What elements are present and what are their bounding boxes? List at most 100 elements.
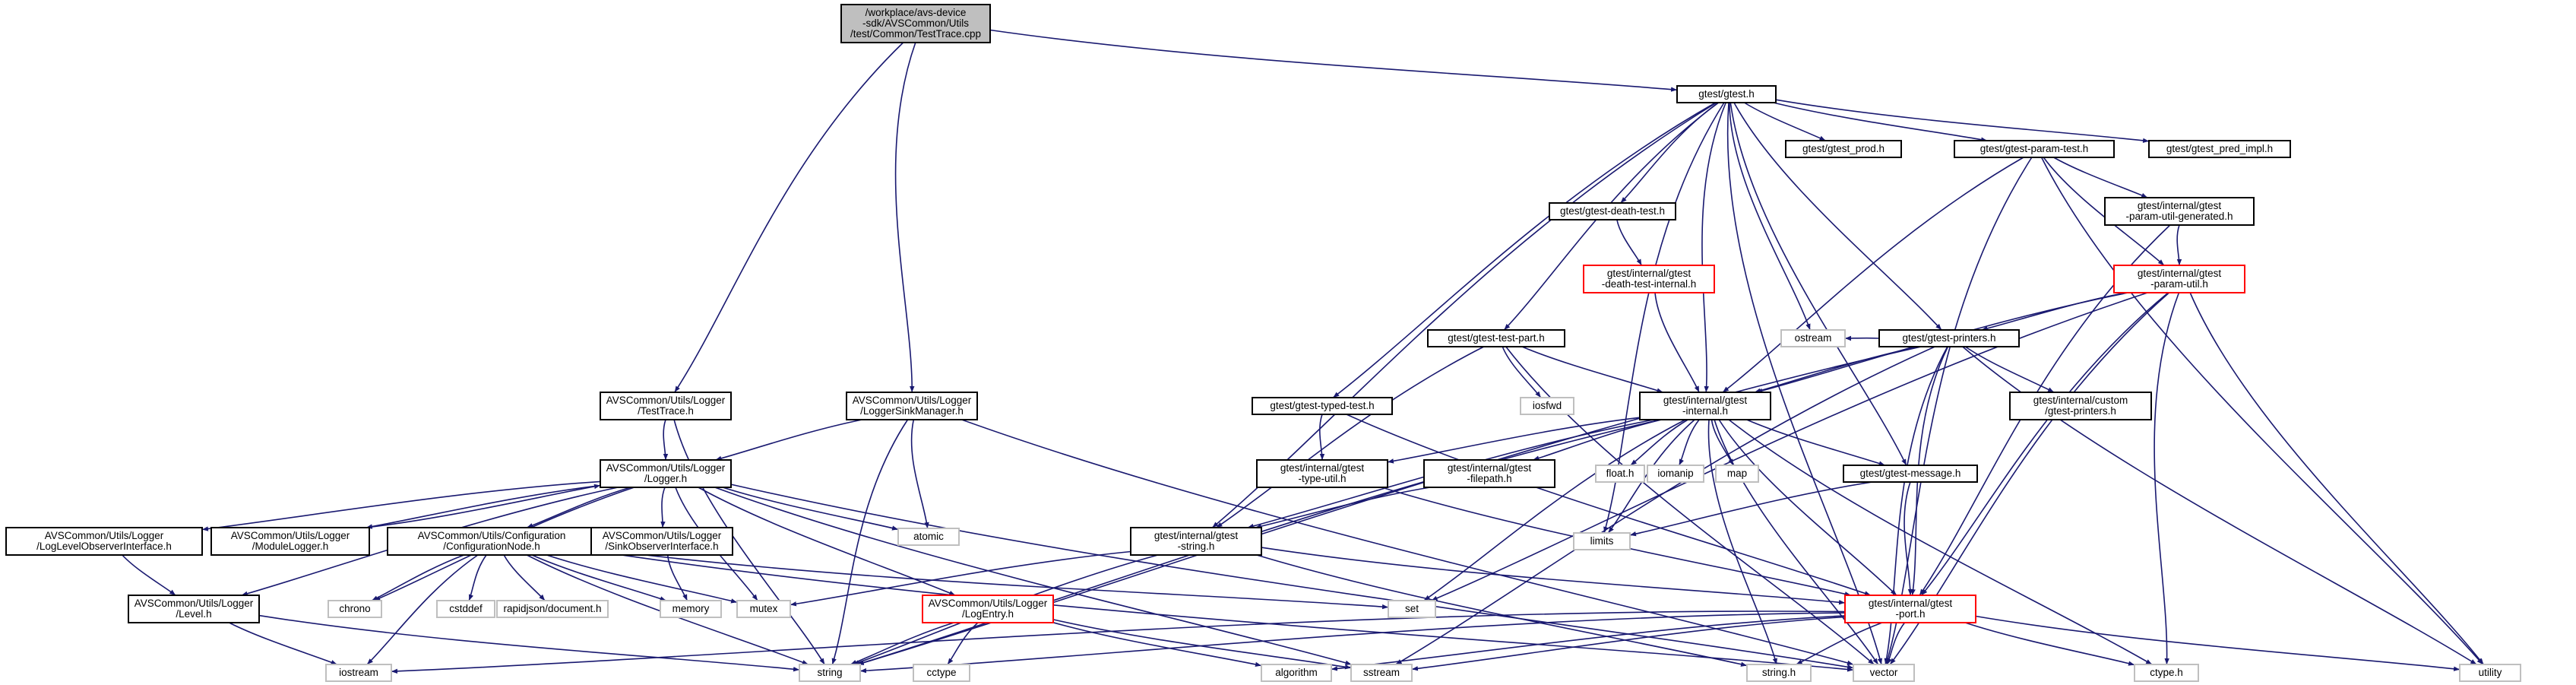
node-box — [1520, 397, 1574, 415]
edge-modulelogger_h-to-logger_h — [366, 484, 601, 528]
node-confignode-h[interactable]: AVSCommon/Utils/Configuration/Configurat… — [387, 527, 597, 556]
node-gtest-internal-h[interactable]: gtest/internal/gtest-internal.h — [1639, 392, 1771, 420]
edge-confignode_h-to-set — [595, 548, 1389, 610]
node-death-test-internal-h[interactable]: gtest/internal/gtest-death-test-internal… — [1583, 265, 1715, 293]
edge-testtrace_h-to-string — [673, 419, 825, 665]
node-gtest-pred-impl-h[interactable]: gtest/gtest_pred_impl.h — [2148, 140, 2291, 158]
node-box — [922, 595, 1054, 623]
edge-gtest_h-to-gtest_internal_h — [1701, 102, 1726, 393]
node-label: /Level.h — [176, 608, 211, 620]
node-logger-h[interactable]: AVSCommon/Utils/Logger/Logger.h — [600, 459, 732, 488]
node-filepath-h[interactable]: gtest/internal/gtest-filepath.h — [1423, 459, 1555, 488]
edge-gtest_printers_h-to-vector — [1884, 346, 1948, 665]
node-testtrace-cpp[interactable]: /workplace/avs-device-sdk/AVSCommon/Util… — [840, 4, 991, 43]
node-custom-printers-h[interactable]: gtest/internal/custom/gtest-printers.h — [2009, 392, 2152, 420]
node-label: gtest/internal/gtest — [1663, 395, 1748, 406]
node-box — [1261, 664, 1332, 682]
edge-logger_h-to-confignode_h — [527, 487, 631, 528]
node-loglevelobserver-h[interactable]: AVSCommon/Utils/Logger/LogLevelObserverI… — [5, 527, 203, 556]
node-gtest-printers-h[interactable]: gtest/gtest-printers.h — [1878, 329, 2020, 347]
edge-gtest_port_h-to-algorithm — [1331, 615, 1846, 671]
node-param-util-generated-h[interactable]: gtest/internal/gtest-param-util-generate… — [2104, 197, 2255, 226]
edge-gtest_internal_h-to-map — [1710, 419, 1734, 466]
node-label: -param-util-generated.h — [2125, 211, 2233, 222]
node-box — [2113, 265, 2245, 293]
node-label: utility — [2479, 667, 2502, 678]
edge-gtest_param_test_h-to-gtest_internal_h — [1722, 157, 2024, 393]
node-label: AVSCommon/Utils/Logger — [603, 530, 722, 541]
edge-confignode_h-to-memory — [531, 554, 666, 601]
node-label: gtest/gtest-printers.h — [1902, 332, 1995, 344]
edge-gtest_death_test_h-to-death_test_internal_h — [1616, 219, 1643, 266]
node-box — [799, 664, 861, 682]
edge-gtest_internal_h-to-type_util_h — [1387, 417, 1641, 464]
node-box — [2134, 664, 2199, 682]
node-box — [1785, 140, 1902, 158]
node-gtest-port-h[interactable]: gtest/internal/gtest-port.h — [1844, 595, 1976, 623]
node-string-h: string.h — [1746, 664, 1812, 682]
edge-confignode_h-to-chrono — [371, 554, 464, 601]
node-box — [325, 664, 392, 682]
edge-gtest_h-to-limits — [1603, 102, 1725, 534]
node-internal-string-h[interactable]: gtest/internal/gtest-string.h — [1130, 527, 1262, 556]
node-box — [328, 600, 382, 618]
edge-gtest_h-to-gtest_pred_impl_h — [1775, 99, 2150, 143]
node-gtest-death-test-h[interactable]: gtest/gtest-death-test.h — [1549, 202, 1676, 220]
node-gtest-param-test-h[interactable]: gtest/gtest-param-test.h — [1954, 140, 2115, 158]
node-box — [1549, 202, 1676, 220]
edge-gtest_port_h-to-utility — [1975, 615, 2460, 671]
node-algorithm: algorithm — [1261, 664, 1332, 682]
node-gtest-message-h[interactable]: gtest/gtest-message.h — [1843, 465, 1978, 483]
node-box — [1844, 595, 1976, 623]
node-label: set — [1405, 603, 1419, 614]
edge-internal_string_h-to-string_h — [1256, 554, 1748, 667]
edge-gtest_printers_h-to-string — [857, 346, 1922, 665]
node-level-h[interactable]: AVSCommon/Utils/Logger/Level.h — [128, 595, 260, 623]
edge-testtrace_cpp-to-testtrace_h — [674, 42, 904, 393]
node-box — [2009, 392, 2152, 420]
edge-gtest_printers_h-to-sstream — [1395, 346, 1935, 665]
node-iostream: iostream — [325, 664, 392, 682]
node-box — [5, 527, 203, 556]
node-label: -param-util.h — [2150, 278, 2208, 290]
node-label: -type-util.h — [1298, 473, 1346, 484]
node-box — [736, 600, 791, 618]
node-box — [1715, 465, 1759, 483]
edge-logger_h-to-loglevelobserver_h — [201, 480, 601, 531]
node-label: -sdk/AVSCommon/Utils — [862, 17, 969, 29]
dependency-edges — [122, 29, 2484, 674]
edge-gtest_test_part_h-to-internal_string_h — [1216, 346, 1485, 528]
node-type-util-h[interactable]: gtest/internal/gtest-type-util.h — [1256, 459, 1388, 488]
node-label: gtest/internal/gtest — [1607, 268, 1691, 279]
node-label: gtest/gtest_pred_impl.h — [2166, 143, 2273, 154]
edge-gtest_internal_h-to-gtest_message_h — [1746, 419, 1885, 466]
node-testtrace-h[interactable]: AVSCommon/Utils/Logger/TestTrace.h — [600, 392, 732, 420]
edge-loggersinkmanager_h-to-string — [831, 419, 909, 665]
node-loggersinkmanager-h[interactable]: AVSCommon/Utils/Logger/LoggerSinkManager… — [846, 392, 978, 420]
node-label: cstddef — [449, 603, 483, 614]
edge-loglevelobserver_h-to-level_h — [122, 554, 176, 596]
edge-logger_h-to-atomic — [722, 487, 899, 531]
node-modulelogger-h[interactable]: AVSCommon/Utils/Logger/ModuleLogger.h — [210, 527, 370, 556]
node-gtest-h[interactable]: gtest/gtest.h — [1676, 85, 1777, 103]
node-box — [1388, 600, 1436, 618]
node-gtest-prod-h[interactable]: gtest/gtest_prod.h — [1785, 140, 1902, 158]
node-label: gtest/internal/gtest — [1448, 462, 1532, 474]
node-sinkobserver-h[interactable]: AVSCommon/Utils/Logger/SinkObserverInter… — [590, 527, 733, 556]
node-float-h: float.h — [1595, 465, 1645, 483]
edge-gtest_h-to-gtest_message_h — [1729, 102, 1907, 466]
node-logentry-h[interactable]: AVSCommon/Utils/Logger/LogEntry.h — [922, 595, 1054, 623]
node-gtest-test-part-h[interactable]: gtest/gtest-test-part.h — [1427, 329, 1565, 347]
node-cstddef: cstddef — [436, 600, 495, 618]
edge-gtest_message_h-to-gtest_port_h — [1904, 481, 1913, 596]
node-param-util-h[interactable]: gtest/internal/gtest-param-util.h — [2113, 265, 2245, 293]
edge-param_util_h-to-utility — [2189, 292, 2484, 665]
node-label: sstream — [1363, 667, 1400, 678]
node-label: AVSCommon/Utils/Configuration — [418, 530, 566, 541]
node-box — [1878, 329, 2020, 347]
node-gtest-typed-test-h[interactable]: gtest/gtest-typed-test.h — [1252, 397, 1393, 415]
edge-testtrace_cpp-to-loggersinkmanager_h — [894, 42, 916, 393]
node-label: -port.h — [1895, 608, 1925, 620]
edge-filepath_h-to-internal_string_h — [1255, 487, 1431, 529]
node-box — [1954, 140, 2115, 158]
